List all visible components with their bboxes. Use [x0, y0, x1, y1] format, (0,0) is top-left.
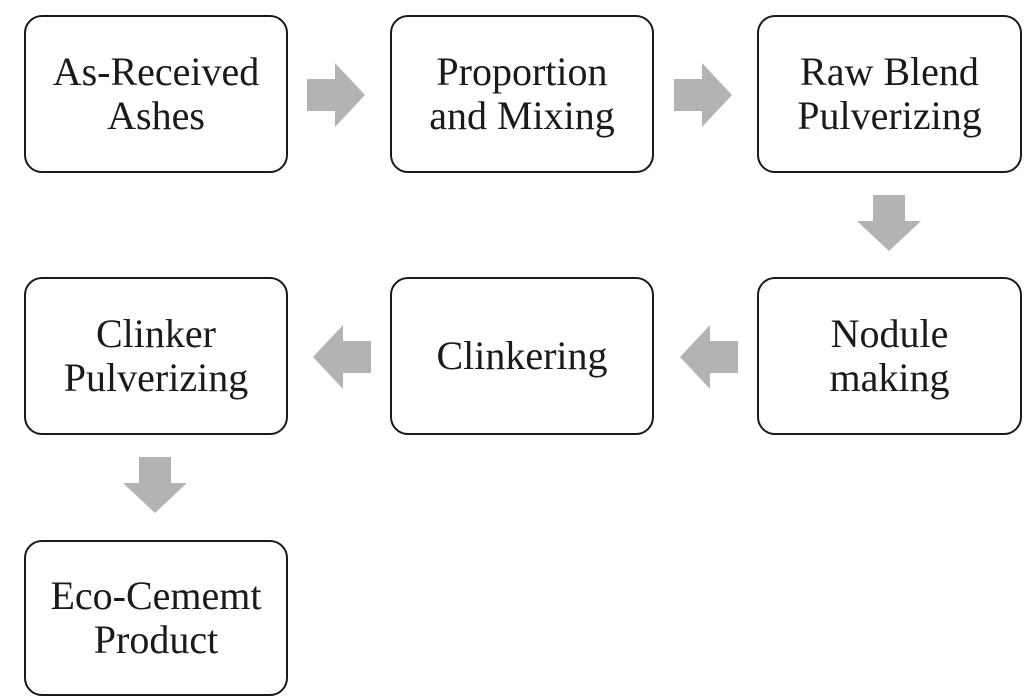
step-label: Clinkering — [436, 333, 608, 378]
step-proportion-and-mixing: Proportion and Mixing — [390, 15, 654, 173]
step-label: Eco-Cememt Product — [50, 573, 262, 662]
step-label: Raw Blend Pulverizing — [797, 49, 982, 138]
arrow-down-icon — [123, 457, 187, 513]
step-label: Nodule making — [829, 311, 950, 400]
step-clinker-pulverizing: Clinker Pulverizing — [24, 277, 288, 435]
step-clinkering: Clinkering — [390, 277, 654, 435]
arrow-left-icon — [680, 325, 738, 389]
step-label: As-Received Ashes — [52, 49, 260, 138]
step-as-received-ashes: As-Received Ashes — [24, 15, 288, 173]
arrow-left-icon — [313, 325, 371, 389]
step-raw-blend-pulverizing: Raw Blend Pulverizing — [757, 15, 1022, 173]
step-label: Clinker Pulverizing — [63, 311, 249, 400]
arrow-down-icon — [857, 195, 921, 251]
step-nodule-making: Nodule making — [757, 277, 1022, 435]
arrow-right-icon — [307, 63, 365, 127]
arrow-right-icon — [674, 63, 732, 127]
step-eco-cement-product: Eco-Cememt Product — [24, 540, 288, 696]
step-label: Proportion and Mixing — [429, 49, 615, 138]
